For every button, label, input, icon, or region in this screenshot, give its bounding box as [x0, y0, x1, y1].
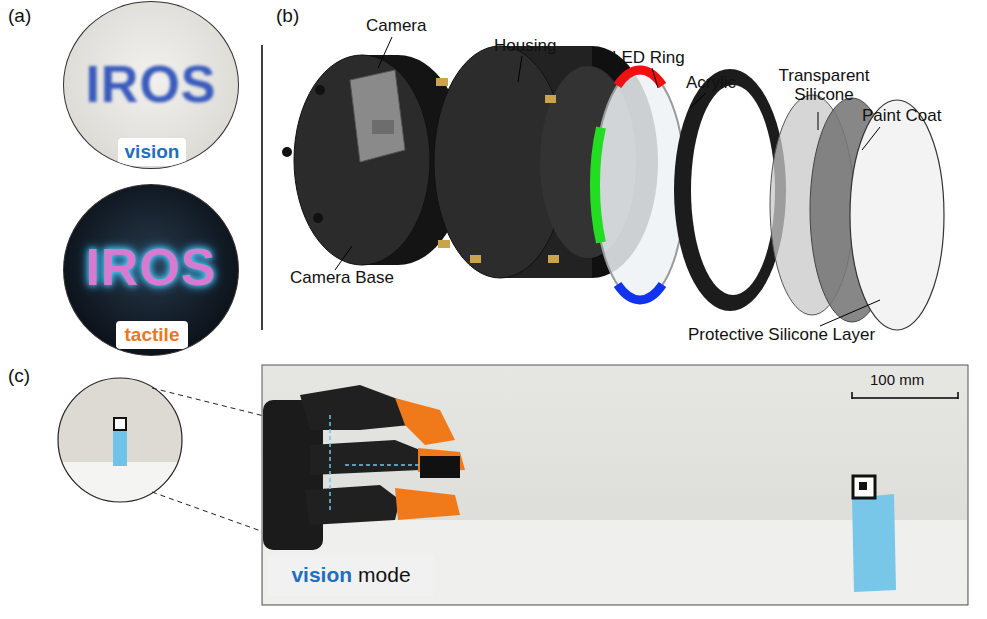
- sensor: [420, 456, 460, 478]
- panel-label: (c): [8, 366, 48, 385]
- vision-image: IROS vision: [63, 1, 239, 169]
- scale-bar-line: [852, 397, 958, 399]
- target-object: [852, 494, 896, 592]
- leader-line: [652, 68, 658, 88]
- tactile-image: IROS tactile: [63, 184, 239, 356]
- part-name: Camera Base: [290, 268, 400, 287]
- axis-line: [345, 464, 420, 466]
- leader-line: [820, 300, 880, 326]
- leader-lines: [335, 37, 880, 326]
- camera-module: [350, 70, 405, 162]
- part-name: LED Ring: [612, 48, 702, 67]
- mode-badge: vision: [118, 138, 186, 166]
- scale-bar-tick: [851, 392, 853, 399]
- badge-text: mode: [358, 563, 411, 586]
- protective-layer: [850, 100, 944, 330]
- image-text: IROS: [64, 237, 238, 297]
- part-name: Protective Silicone Layer: [688, 325, 918, 344]
- brass-insert: [470, 255, 481, 263]
- acrylic-ring: [674, 69, 786, 311]
- finger-link: [300, 385, 410, 430]
- screw: [313, 213, 323, 223]
- camera-base: [294, 55, 430, 265]
- fiducial-tag: [853, 476, 875, 498]
- brass-insert: [545, 95, 556, 103]
- screw: [282, 147, 292, 157]
- panel-label: (a): [8, 6, 48, 25]
- acrylic-window: [691, 85, 775, 295]
- mode-badge: vision mode: [268, 554, 434, 596]
- axis-line: [329, 415, 331, 510]
- panel-divider: [261, 45, 263, 330]
- blue-led: [618, 285, 663, 300]
- brass-insert: [436, 78, 448, 86]
- mode-badge: tactile: [116, 321, 188, 349]
- scale-bar-tick: [957, 392, 959, 399]
- part-name: Paint Coat: [862, 106, 962, 125]
- screw: [315, 85, 325, 95]
- badge-text: vision: [118, 138, 186, 166]
- photo-frame: [262, 365, 968, 605]
- brass-insert: [438, 240, 450, 248]
- red-led: [618, 70, 663, 85]
- brass-insert: [548, 255, 559, 263]
- badge-text: vision: [291, 563, 352, 586]
- panel-label: (b): [276, 6, 316, 25]
- part-name: Transparent Silicone: [768, 66, 880, 104]
- finger-link: [305, 485, 400, 525]
- leader-line: [335, 246, 352, 270]
- robot-hand: [263, 385, 465, 550]
- inset-view: [58, 378, 182, 502]
- inset-wall: [58, 378, 182, 502]
- fiducial-mark: [859, 482, 867, 490]
- inset-border: [58, 378, 182, 502]
- leader-line: [378, 37, 392, 68]
- scale-label: 100 mm: [870, 370, 950, 389]
- badge-text: tactile: [116, 321, 188, 349]
- leader-line: [518, 56, 522, 82]
- image-text: IROS: [64, 54, 238, 114]
- finger-tip: [395, 488, 460, 520]
- part-name: Housing: [494, 36, 574, 55]
- green-led: [595, 128, 601, 243]
- scale-bar: [852, 392, 958, 399]
- inset-tag: [114, 418, 126, 430]
- part-name: Camera: [366, 16, 446, 35]
- leader-line: [862, 127, 880, 150]
- finger-tip: [395, 398, 455, 445]
- leader-line: [690, 93, 706, 108]
- inset-object: [113, 430, 127, 466]
- camera-lens: [372, 120, 394, 134]
- led-ring: [595, 70, 685, 300]
- finger-link: [310, 440, 420, 475]
- part-name: Acrylic: [686, 73, 766, 92]
- leader-line: [818, 112, 819, 130]
